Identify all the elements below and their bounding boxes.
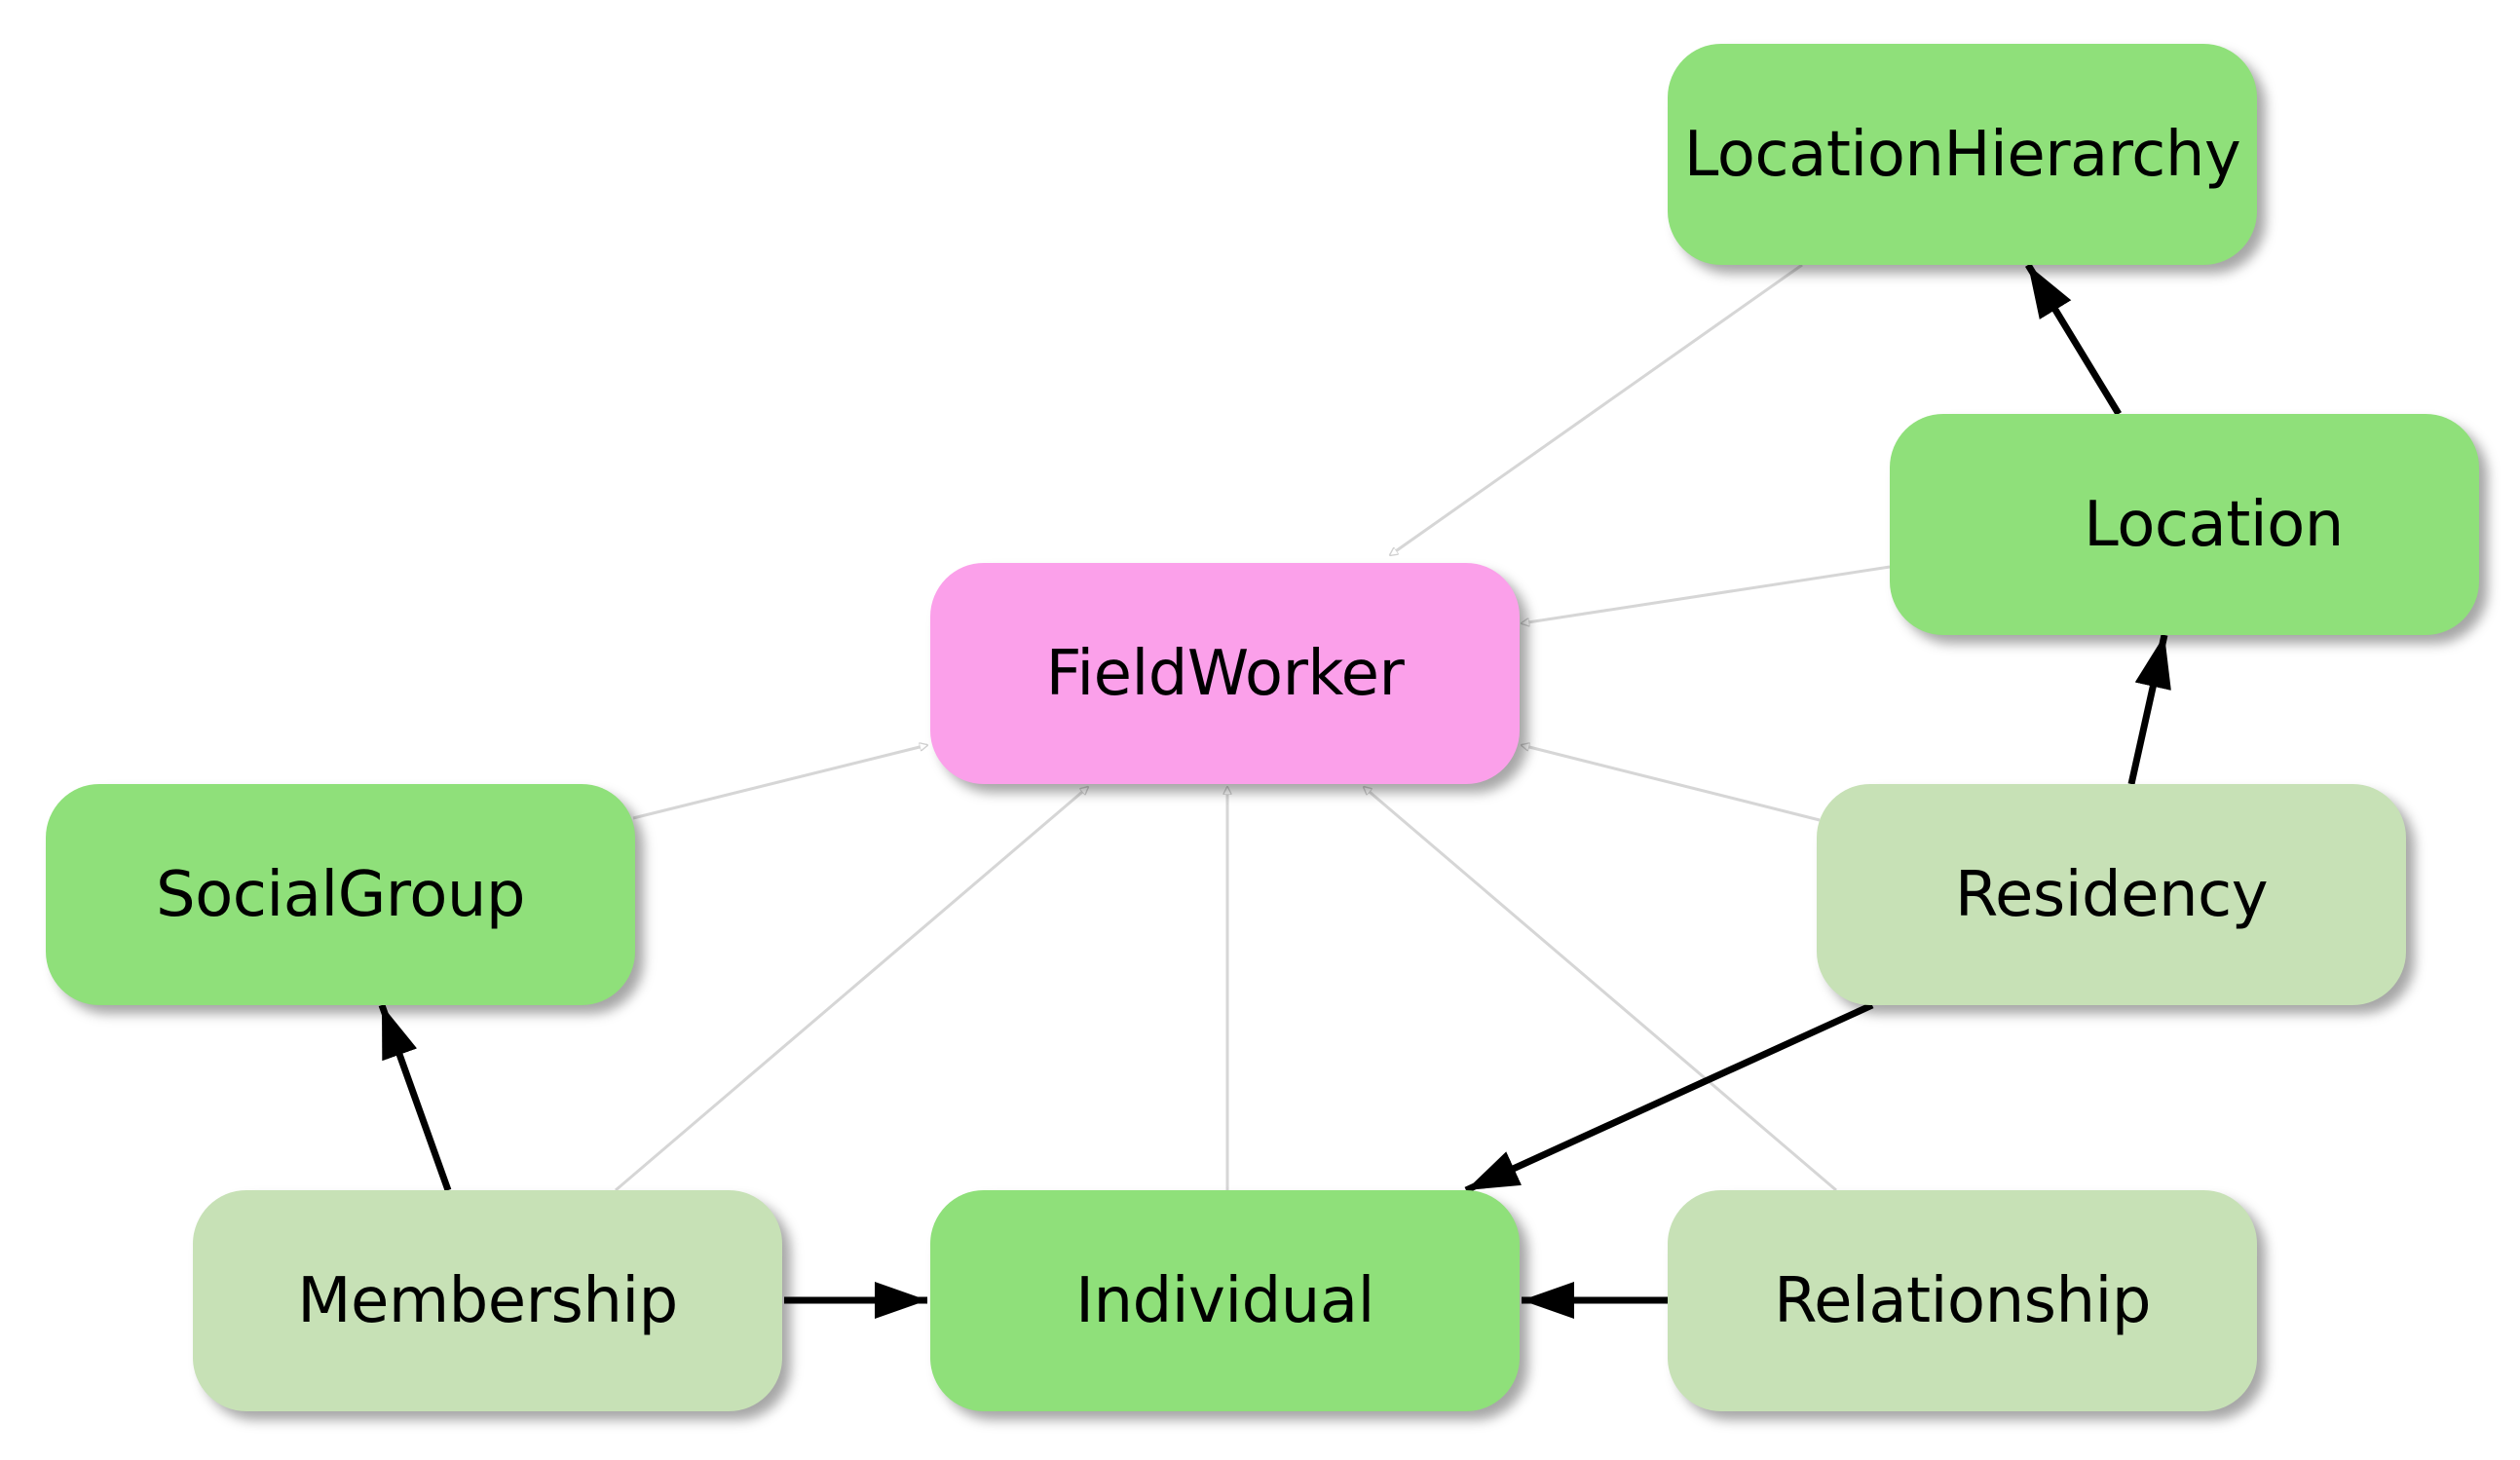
node-relationship[interactable]: Relationship xyxy=(1668,1190,2257,1411)
node-locationhierarchy-label: LocationHierarchy xyxy=(1683,118,2241,191)
node-location[interactable]: Location xyxy=(1890,414,2479,635)
edge-socialgroup-to-fieldworker xyxy=(632,745,927,820)
node-individual[interactable]: Individual xyxy=(930,1190,1520,1411)
node-fieldworker-label: FieldWorker xyxy=(1045,637,1405,710)
edge-residency-to-individual xyxy=(1464,1001,1874,1194)
edge-relationship-to-fieldworker xyxy=(1364,787,1837,1192)
edge-residency-to-location xyxy=(2127,634,2171,785)
node-fieldworker[interactable]: FieldWorker xyxy=(930,563,1520,784)
node-residency[interactable]: Residency xyxy=(1817,784,2406,1005)
node-socialgroup[interactable]: SocialGroup xyxy=(46,784,635,1005)
node-individual-label: Individual xyxy=(1075,1264,1374,1337)
node-location-label: Location xyxy=(2084,488,2344,561)
edge-membership-to-socialgroup xyxy=(378,1003,452,1192)
edge-locationhierarchy-to-fieldworker xyxy=(1390,263,1803,555)
node-locationhierarchy[interactable]: LocationHierarchy xyxy=(1668,44,2257,265)
node-socialgroup-label: SocialGroup xyxy=(155,858,526,931)
node-relationship-label: Relationship xyxy=(1774,1264,2151,1337)
edge-membership-to-fieldworker xyxy=(615,787,1088,1192)
edge-residency-to-fieldworker xyxy=(1522,745,1821,822)
edge-location-to-locationhierarchy xyxy=(2025,263,2122,416)
node-membership-label: Membership xyxy=(297,1264,678,1337)
node-residency-label: Residency xyxy=(1954,858,2269,931)
edge-location-to-fieldworker xyxy=(1522,565,1891,623)
node-membership[interactable]: Membership xyxy=(193,1190,782,1411)
